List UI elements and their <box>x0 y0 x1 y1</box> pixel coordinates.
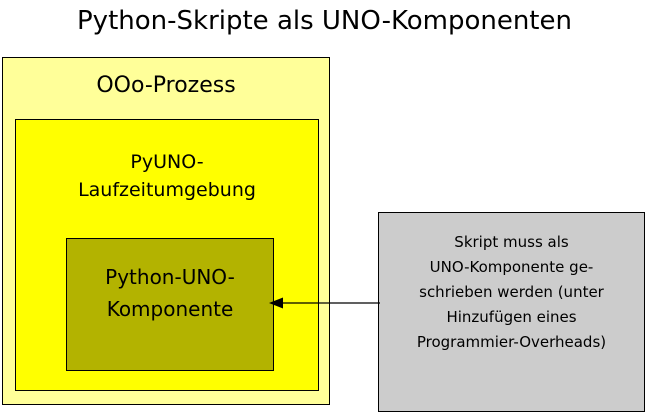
note-text-line-1: Skript muss als <box>454 233 569 251</box>
note-text-line-5: Programmier-Overheads) <box>416 333 607 351</box>
python-uno-component-box: Python-UNO- Komponente <box>66 238 274 371</box>
pyuno-runtime-box: PyUNO- Laufzeitumgebung Python-UNO- Komp… <box>15 119 319 391</box>
pyuno-runtime-label-line-1: PyUNO- <box>130 151 204 173</box>
ooo-process-box: OOo-Prozess PyUNO- Laufzeitumgebung Pyth… <box>2 57 330 405</box>
note-text: Skript muss als UNO-Komponente ge- schri… <box>379 230 644 355</box>
note-box: Skript muss als UNO-Komponente ge- schri… <box>378 212 645 412</box>
pyuno-runtime-label: PyUNO- Laufzeitumgebung <box>16 148 318 204</box>
note-text-line-3: schrieben werden (unter <box>419 283 604 301</box>
arrow-note-to-component-icon <box>269 297 380 309</box>
page-title: Python-Skripte als UNO-Komponenten <box>77 6 572 36</box>
pyuno-runtime-label-line-2: Laufzeitumgebung <box>78 179 256 201</box>
python-uno-component-label-line-2: Komponente <box>106 297 234 321</box>
ooo-process-label: OOo-Prozess <box>96 73 236 98</box>
python-uno-component-label: Python-UNO- Komponente <box>67 261 273 325</box>
note-text-line-4: Hinzufügen eines <box>446 308 577 326</box>
note-text-line-2: UNO-Komponente ge- <box>429 258 594 276</box>
python-uno-component-label-line-1: Python-UNO- <box>105 265 235 289</box>
